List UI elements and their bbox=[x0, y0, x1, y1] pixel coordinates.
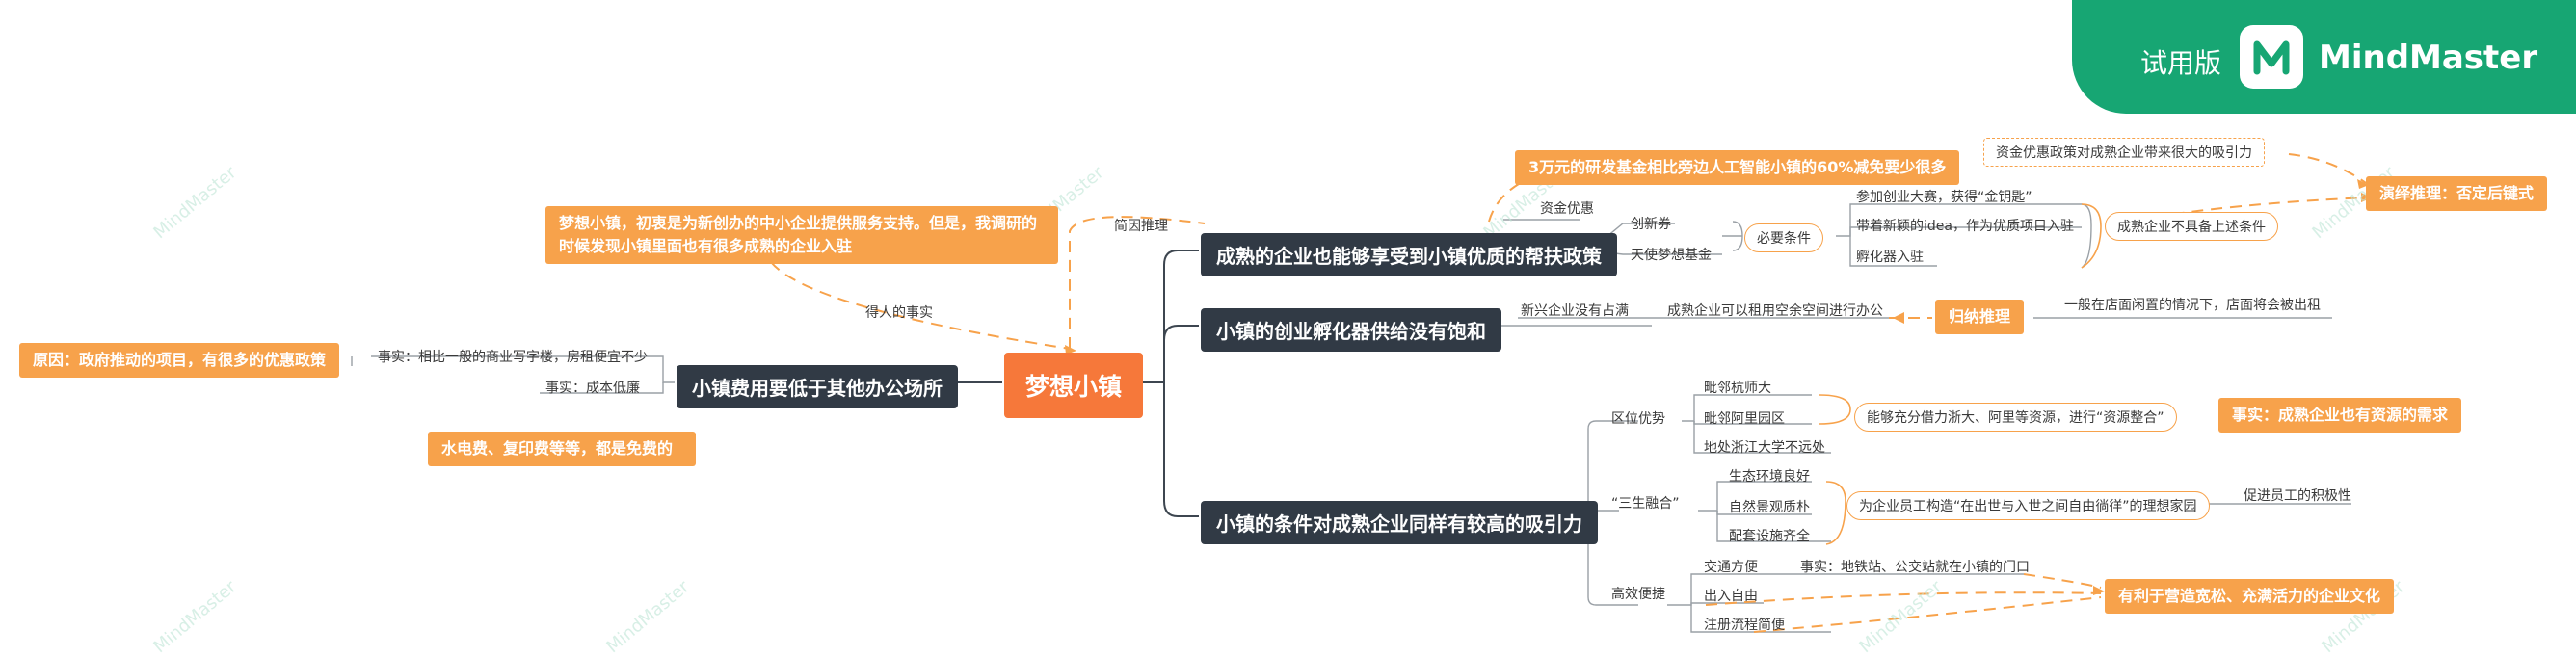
label-home: 为企业员工构造“在出世与入世之间自由徜徉”的理想家园 bbox=[1846, 491, 2210, 520]
note-utilities[interactable]: 水电费、复印费等等，都是免费的 bbox=[428, 432, 696, 466]
note-dream-town[interactable]: 梦想小镇，初衷是为新创办的中小企业提供服务支持。但是，我调研的 时候发现小镇里面… bbox=[545, 206, 1058, 264]
label-hypothesis: 简因推理 bbox=[1114, 219, 1168, 234]
topic-incubator-supply[interactable]: 小镇的创业孵化器供给没有饱和 bbox=[1201, 308, 1501, 352]
note-inductive[interactable]: 归纳推理 bbox=[1935, 300, 2025, 334]
label-convenience: 高效便捷 bbox=[1611, 587, 1665, 602]
note-dream-line1: 梦想小镇，初衷是为新创办的中小企业提供服务支持。但是，我调研的 bbox=[559, 214, 1038, 232]
mindmaster-logo-icon bbox=[2240, 25, 2303, 89]
label-cond3: 孵化器入驻 bbox=[1856, 250, 1924, 265]
label-rent-office: 成熟企业可以租用空余空间进行办公 bbox=[1667, 303, 1883, 319]
label-general: 一般在店面闲置的情况下，店面将会被出租 bbox=[2064, 298, 2321, 313]
topic-attraction[interactable]: 小镇的条件对成熟企业同样有较高的吸引力 bbox=[1201, 501, 1598, 544]
label-loc1: 毗邻杭师大 bbox=[1704, 381, 1771, 396]
label-left-fact1: 事实：相比一般的商业写字楼，房租便宜不少 bbox=[378, 350, 648, 365]
label-c3: 注册流程简便 bbox=[1704, 618, 1785, 633]
label-s2: 自然景观质朴 bbox=[1729, 500, 1810, 515]
brand-name: MindMaster bbox=[2319, 39, 2538, 77]
label-c1: 交通方便 bbox=[1704, 560, 1758, 575]
brand-badge: 试用版 MindMaster bbox=[2072, 0, 2576, 114]
label-metro: 事实：地铁站、公交站就在小镇的门口 bbox=[1800, 560, 2030, 575]
note-reason[interactable]: 原因：政府推动的项目，有很多的优惠政策 bbox=[19, 343, 340, 378]
central-topic[interactable]: 梦想小镇 bbox=[1004, 353, 1144, 418]
label-c2: 出入自由 bbox=[1704, 589, 1758, 604]
label-not-meet: 成熟企业不具备上述条件 bbox=[2105, 212, 2278, 241]
label-s3: 配套设施齐全 bbox=[1729, 529, 1810, 544]
label-loc2: 毗邻阿里园区 bbox=[1704, 411, 1785, 427]
label-sansheng: “三生融合” bbox=[1611, 496, 1680, 512]
topic-lower-cost[interactable]: 小镇费用要低于其他办公场所 bbox=[677, 365, 958, 408]
label-fund-pref: 资金优惠 bbox=[1540, 201, 1594, 217]
label-location: 区位优势 bbox=[1611, 411, 1665, 427]
label-necessary: 必要条件 bbox=[1744, 223, 1823, 252]
label-voucher: 创新券 bbox=[1631, 217, 1671, 232]
label-promote: 促进员工的积极性 bbox=[2244, 488, 2351, 504]
label-new-less: 新兴企业没有占满 bbox=[1521, 303, 1629, 319]
label-s1: 生态环境良好 bbox=[1729, 469, 1810, 485]
note-deductive[interactable]: 演绎推理：否定后键式 bbox=[2366, 176, 2548, 211]
note-fund[interactable]: 3万元的研发基金相比旁边人工智能小镇的60%减免要少很多 bbox=[1515, 150, 1960, 185]
label-left-fact2: 事实：成本低廉 bbox=[545, 381, 640, 396]
label-cond1: 参加创业大赛，获得“金钥匙” bbox=[1856, 190, 2032, 205]
note-resource[interactable]: 事实：成熟企业也有资源的需求 bbox=[2218, 398, 2462, 433]
label-integrate: 能够充分借力浙大、阿里等资源，进行“资源整合” bbox=[1854, 403, 2177, 432]
note-culture[interactable]: 有利于营造宽松、充满活力的企业文化 bbox=[2105, 579, 2395, 614]
label-loc3: 地处浙江大学不远处 bbox=[1704, 440, 1825, 456]
note-dream-line2: 时候发现小镇里面也有很多成熟的企业入驻 bbox=[559, 237, 853, 255]
trial-label: 试用版 bbox=[2140, 47, 2222, 79]
label-fund-attract: 资金优惠政策对成熟企业带来很大的吸引力 bbox=[1983, 138, 2265, 167]
topic-support-policy[interactable]: 成熟的企业也能够享受到小镇优质的帮扶政策 bbox=[1201, 233, 1617, 276]
label-enlightened-fact: 得人的事实 bbox=[865, 305, 933, 321]
label-cond2: 带着新颖的idea，作为优质项目入驻 bbox=[1856, 219, 2074, 234]
label-angel-fund: 天使梦想基金 bbox=[1631, 248, 1712, 263]
